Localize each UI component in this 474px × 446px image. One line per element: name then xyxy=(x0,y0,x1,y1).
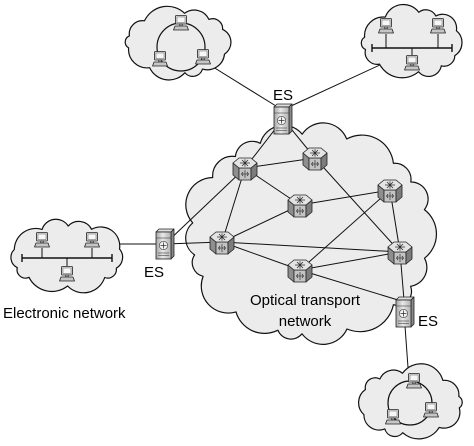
computer-icon xyxy=(378,18,394,34)
link-es-top-to-top-right-network xyxy=(290,57,396,107)
network-link xyxy=(299,269,399,301)
optical-switch-icon xyxy=(302,147,328,171)
optical-switch-icon xyxy=(287,194,313,218)
network-link xyxy=(221,241,301,271)
network-link xyxy=(299,251,401,271)
ring-network-top-left xyxy=(152,15,211,72)
network-link xyxy=(164,167,246,245)
optical-switch-icon xyxy=(387,241,413,265)
cloud-bottom-right xyxy=(358,363,463,440)
computer-icon xyxy=(173,15,189,31)
cloud-electronic-network xyxy=(10,218,124,294)
network-link xyxy=(314,157,401,253)
computer-icon xyxy=(84,232,100,248)
computer-icon xyxy=(406,373,422,389)
es-left-label: ES xyxy=(144,264,164,281)
computer-icon xyxy=(59,266,75,282)
optical-switch-icon xyxy=(232,157,258,181)
network-link xyxy=(221,204,301,243)
computer-icon xyxy=(423,402,439,418)
es-bottom-right-label: ES xyxy=(418,313,438,330)
optical-switch-icon xyxy=(377,179,403,203)
electronic-switch-icon xyxy=(395,296,415,328)
link-es-top-to-top-left-network xyxy=(204,61,277,107)
computer-icon xyxy=(152,51,168,67)
electronic-switch-icon xyxy=(273,103,293,135)
optical-network-label-line2: network xyxy=(279,313,332,330)
network-link xyxy=(299,189,391,206)
computer-icon xyxy=(195,49,211,65)
computer-icon xyxy=(34,232,50,248)
computer-icon xyxy=(385,409,401,425)
electronic-switch-icon xyxy=(155,228,175,260)
network-link xyxy=(299,189,391,271)
bus-network-left xyxy=(21,232,113,282)
ring-network-bottom-right xyxy=(385,373,439,426)
computer-icon xyxy=(404,55,420,71)
bus-network-top-right xyxy=(371,18,453,71)
es-top-label: ES xyxy=(273,87,293,104)
network-link xyxy=(221,241,401,253)
optical-switch-icon xyxy=(287,259,313,283)
optical-switch-icon xyxy=(209,231,235,255)
computer-icon xyxy=(430,18,446,34)
optical-network-label-line1: Optical transport xyxy=(250,292,361,309)
electronic-network-label: Electronic network xyxy=(3,305,126,322)
